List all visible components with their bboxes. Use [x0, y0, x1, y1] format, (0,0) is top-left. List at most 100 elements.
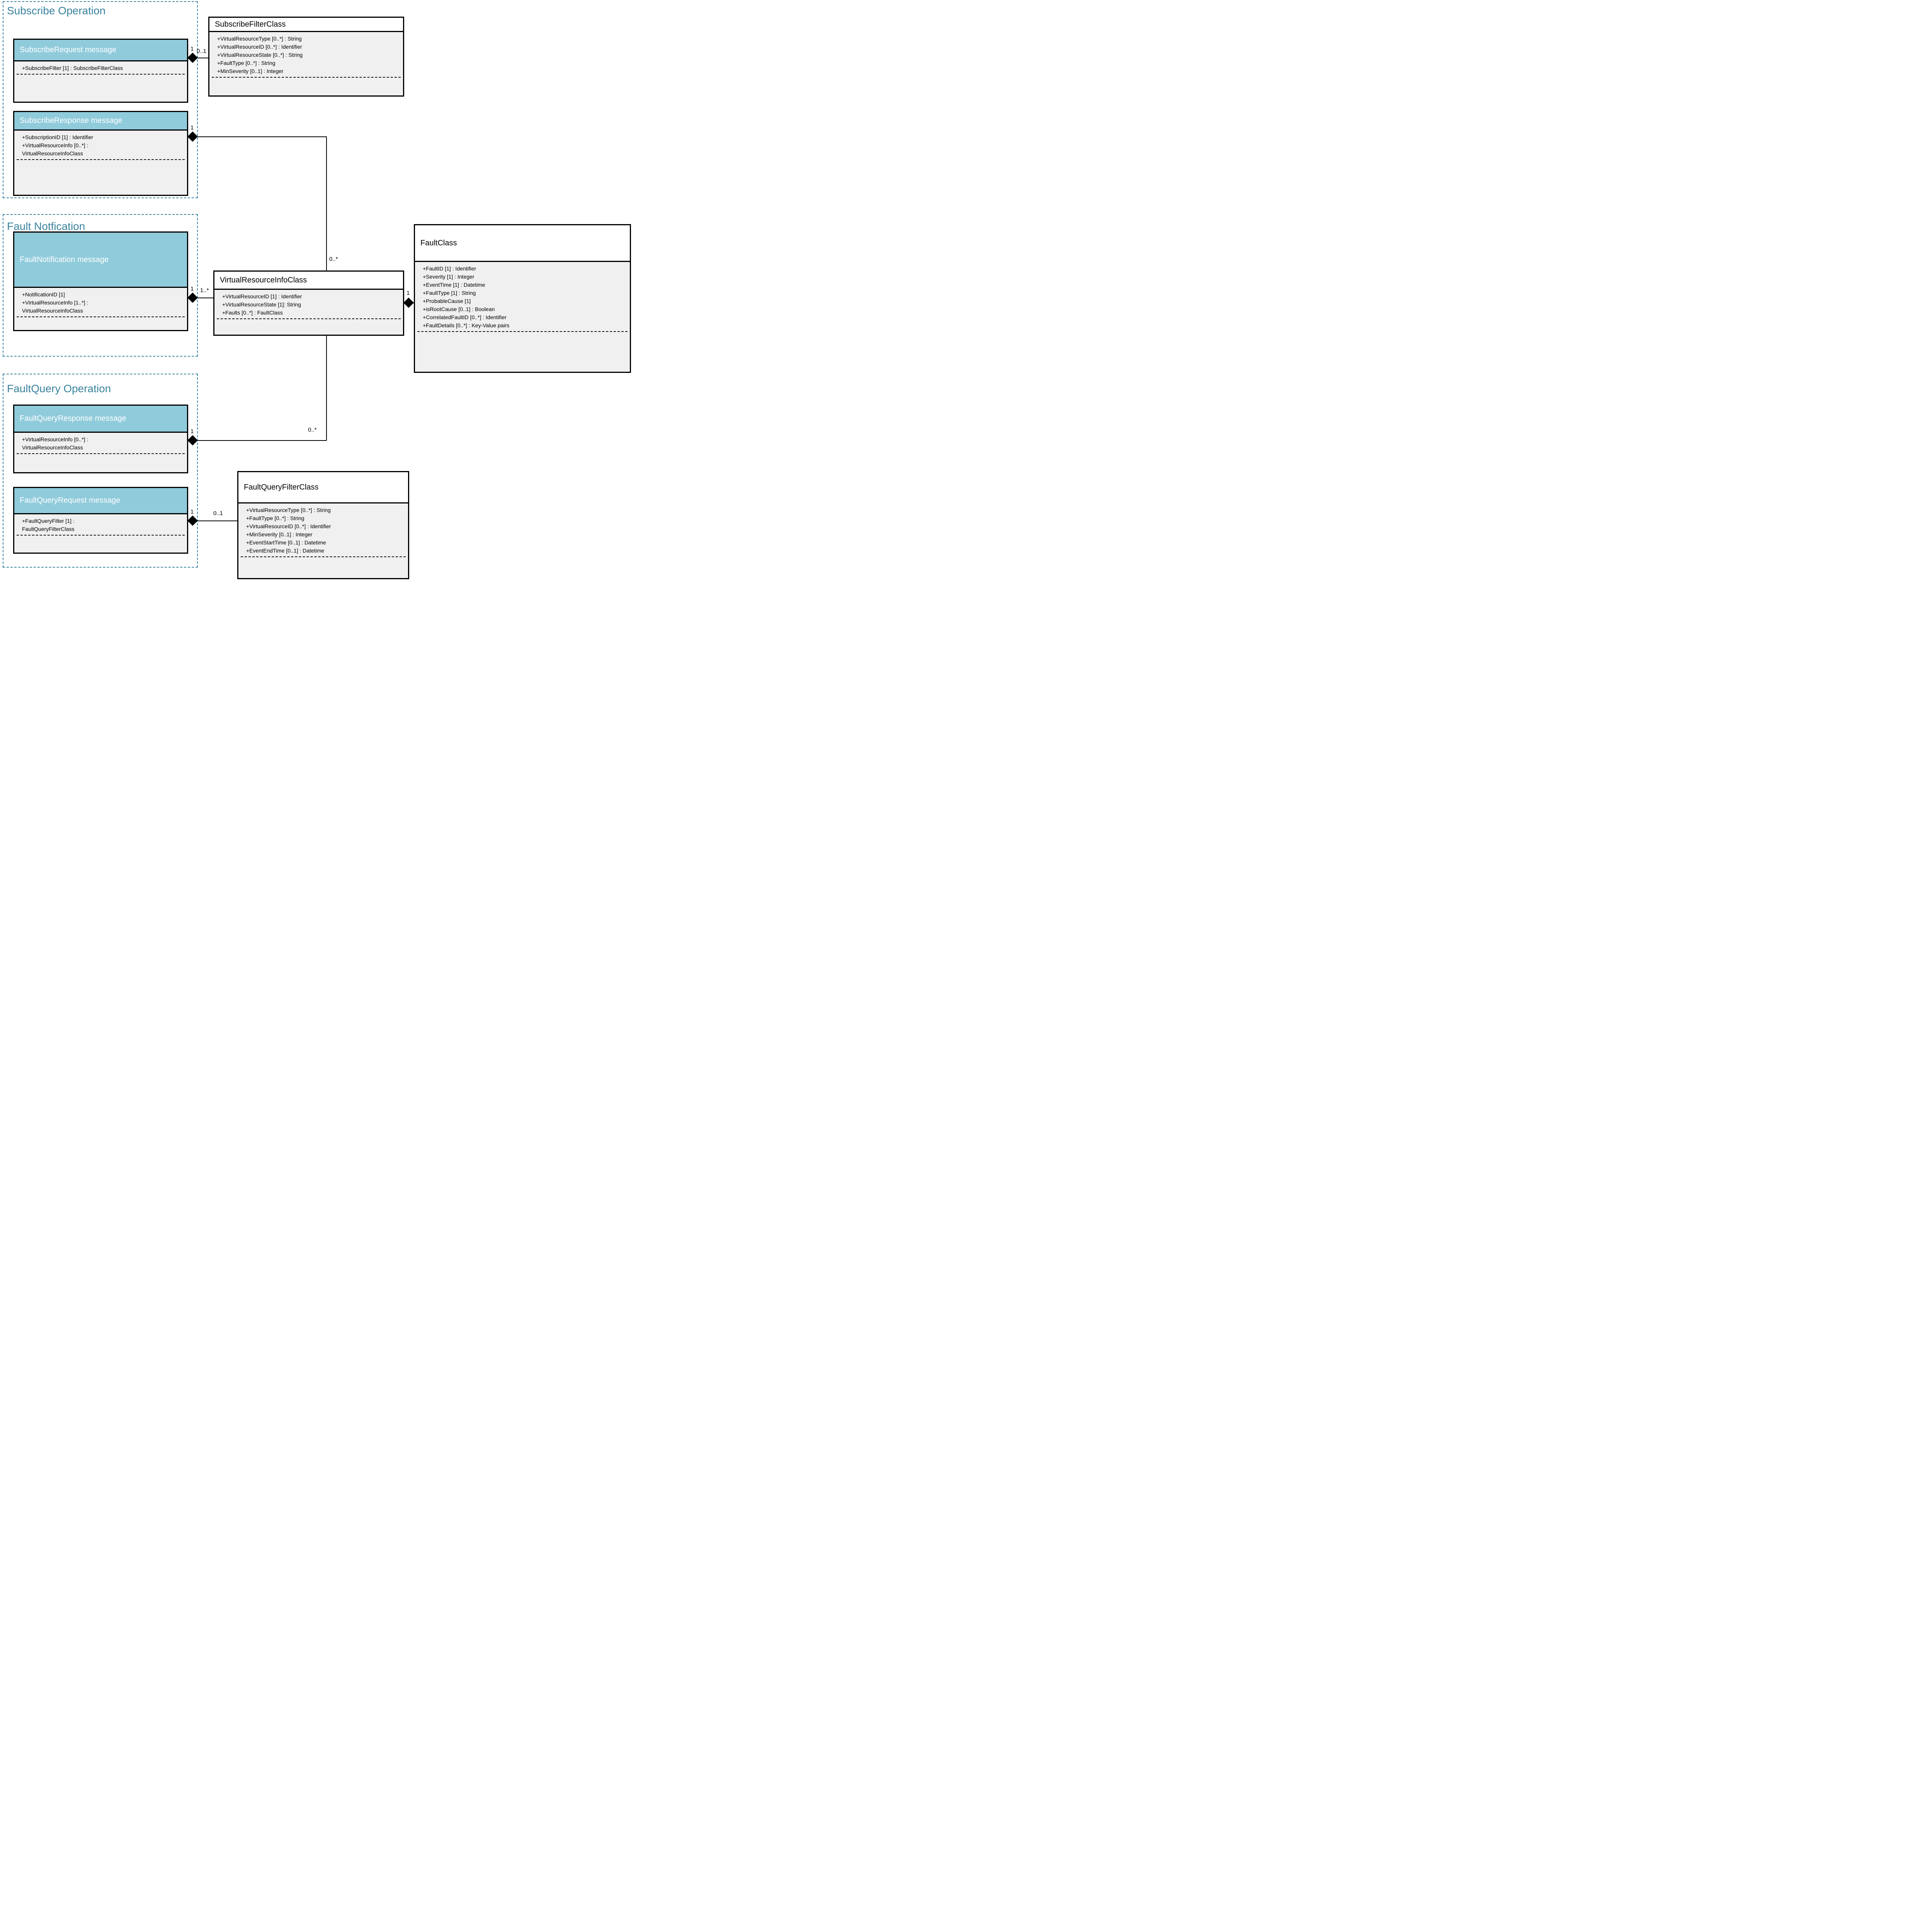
uml-class-diagram: Subscribe Operation Fault Notfication Fa… [0, 0, 633, 580]
class-box-virtualresourceinfoclass: VirtualResourceInfoClass +VirtualResourc… [213, 270, 404, 336]
class-title: FaultQueryFilterClass [244, 483, 319, 492]
multiplicity-label: 0..1 [197, 48, 207, 54]
multiplicity-label: 0..* [329, 256, 338, 262]
group-box-faultquery-operation [3, 374, 198, 568]
attribute-separator [212, 77, 401, 78]
attribute-line: FaultQueryFilterClass [22, 526, 75, 532]
attribute-line: +VirtualResourceInfo [0..*] : [22, 436, 88, 442]
class-title: FaultNotification message [20, 255, 109, 264]
class-box-faultqueryrequest-message: FaultQueryRequest message +FaultQueryFil… [13, 487, 188, 554]
class-title: SubscribeRequest message [20, 46, 117, 54]
class-header: FaultNotification message [14, 233, 187, 288]
class-header: SubscribeResponse message [14, 112, 187, 131]
connector-line-subscriberesponse-vri [188, 136, 327, 137]
attribute-separator [17, 159, 185, 160]
attribute-line: +FaultDetails [0..*] : Key-Value pairs [423, 322, 510, 328]
attribute-line: +EventTime [1] : Datetime [423, 282, 485, 288]
attribute-line: +SubscriptionID [1] : Identifier [22, 134, 94, 140]
multiplicity-label: 1 [190, 46, 194, 52]
multiplicity-label: 1 [190, 509, 194, 515]
multiplicity-label: 1 [406, 290, 410, 296]
multiplicity-label: 1 [190, 286, 194, 292]
class-box-faultclass: FaultClass +FaultID [1] : Identifier +Se… [414, 224, 631, 373]
class-title: FaultClass [420, 238, 457, 247]
attribute-line: +Faults [0..*] : FaultClass [222, 310, 283, 316]
attribute-line: +SubscribeFilter [1] : SubscribeFilterCl… [22, 65, 123, 71]
attribute-line: +EventStartTime [0..1] : Datetime [246, 539, 326, 546]
class-header: FaultQueryFilterClass [238, 472, 408, 503]
attribute-line: +isRootCause [0..1] : Boolean [423, 306, 495, 312]
attribute-separator [417, 331, 628, 332]
attribute-line: +VirtualResourceType [0..*] : String [217, 36, 302, 42]
attribute-line: +MinSeverity [0..1] : Integer [217, 68, 284, 74]
group-label-fault-notification: Fault Notfication [7, 220, 85, 232]
attributes-compartment: +NotificationID [1] +VirtualResourceInfo… [14, 288, 187, 317]
attribute-line: +VirtualResourceID [0..*] : Identifier [217, 44, 302, 50]
class-title: FaultQueryRequest message [20, 496, 121, 505]
attribute-line: +VirtualResourceType [0..*] : String [246, 507, 331, 513]
multiplicity-label: 1 [190, 124, 194, 131]
attribute-line: +ProbableCause [1] [423, 298, 471, 304]
attribute-line: +Severity [1] : Integer [423, 274, 474, 280]
class-box-faultnotification-message: FaultNotification message +NotificationI… [13, 231, 188, 331]
class-box-subscribefilterclass: SubscribeFilterClass +VirtualResourceTyp… [208, 17, 404, 97]
attributes-compartment: +SubscriptionID [1] : Identifier +Virtua… [14, 131, 187, 160]
attribute-line: +FaultType [0..*] : String [217, 60, 276, 66]
multiplicity-label: 0..1 [213, 510, 223, 517]
attribute-line: VirtualResourceInfoClass [22, 150, 83, 156]
attributes-compartment: +VirtualResourceType [0..*] : String +Vi… [209, 32, 403, 78]
class-title: VirtualResourceInfoClass [220, 276, 307, 284]
composition-diamond-icon [403, 298, 414, 308]
connector-line-faultqueryresponse-vri [326, 336, 327, 440]
attribute-separator [17, 74, 185, 75]
attributes-compartment: +VirtualResourceType [0..*] : String +Fa… [238, 503, 408, 557]
attribute-line: +VirtualResourceState [1]: String [222, 301, 301, 308]
class-header: SubscribeFilterClass [209, 18, 403, 32]
attribute-separator [241, 556, 406, 557]
attribute-separator [17, 453, 185, 454]
attributes-compartment: +VirtualResourceInfo [0..*] : VirtualRes… [14, 433, 187, 454]
class-title: FaultQueryResponse message [20, 414, 126, 423]
connector-line-faultqueryrequest-filter [188, 520, 237, 521]
attribute-line: +FaultQueryFilter [1] : [22, 518, 75, 524]
multiplicity-label: 1 [190, 428, 194, 435]
connector-line-faultqueryresponse-vri [188, 440, 327, 441]
class-box-faultqueryresponse-message: FaultQueryResponse message +VirtualResou… [13, 405, 188, 473]
attribute-line: +VirtualResourceState [0..*] : String [217, 52, 303, 58]
class-box-subscriberesponse-message: SubscribeResponse message +SubscriptionI… [13, 111, 188, 196]
attribute-line: +VirtualResourceInfo [1..*] : [22, 299, 88, 306]
attribute-line: +FaultID [1] : Identifier [423, 265, 476, 272]
attribute-line: VirtualResourceInfoClass [22, 444, 83, 451]
attribute-line: +FaultType [1] : String [423, 290, 476, 296]
group-label-subscribe-operation: Subscribe Operation [7, 5, 106, 17]
class-header: FaultQueryResponse message [14, 406, 187, 433]
attribute-line: +FaultType [0..*] : String [246, 515, 304, 521]
attributes-compartment: +FaultQueryFilter [1] : FaultQueryFilter… [14, 514, 187, 536]
group-box-subscribe-operation [3, 1, 198, 198]
attribute-line: +VirtualResourceID [1] : Identifier [222, 293, 302, 299]
multiplicity-label: 0..* [308, 427, 317, 433]
connector-line-subscriberesponse-vri [326, 136, 327, 270]
attribute-line: +VirtualResourceInfo [0..*] : [22, 142, 88, 148]
attributes-compartment: +FaultID [1] : Identifier +Severity [1] … [415, 262, 630, 332]
class-header: SubscribeRequest message [14, 40, 187, 61]
attribute-line: VirtualResourceInfoClass [22, 308, 83, 314]
class-box-faultqueryfilterclass: FaultQueryFilterClass +VirtualResourceTy… [237, 471, 409, 579]
attributes-compartment: +VirtualResourceID [1] : Identifier +Vir… [214, 290, 403, 319]
class-title: SubscribeFilterClass [215, 20, 286, 29]
attribute-line: +CorrelatedFaultID [0..*] : Identifier [423, 314, 507, 320]
attribute-line: +NotificationID [1] [22, 291, 65, 298]
attribute-line: +EventEndTime [0..1] : Datetime [246, 548, 325, 554]
attribute-line: +MinSeverity [0..1] : Integer [246, 531, 313, 537]
group-box-fault-notification [3, 214, 198, 357]
class-box-subscriberequest-message: SubscribeRequest message +SubscribeFilte… [13, 39, 188, 103]
attributes-compartment: +SubscribeFilter [1] : SubscribeFilterCl… [14, 61, 187, 75]
class-header: FaultQueryRequest message [14, 488, 187, 514]
class-header: FaultClass [415, 225, 630, 262]
attribute-separator [17, 316, 185, 317]
multiplicity-label: 1..* [200, 287, 209, 294]
attribute-separator [17, 535, 185, 536]
class-title: SubscribeResponse message [20, 116, 122, 125]
attribute-separator [217, 318, 401, 319]
group-label-faultquery-operation: FaultQuery Operation [7, 383, 111, 395]
